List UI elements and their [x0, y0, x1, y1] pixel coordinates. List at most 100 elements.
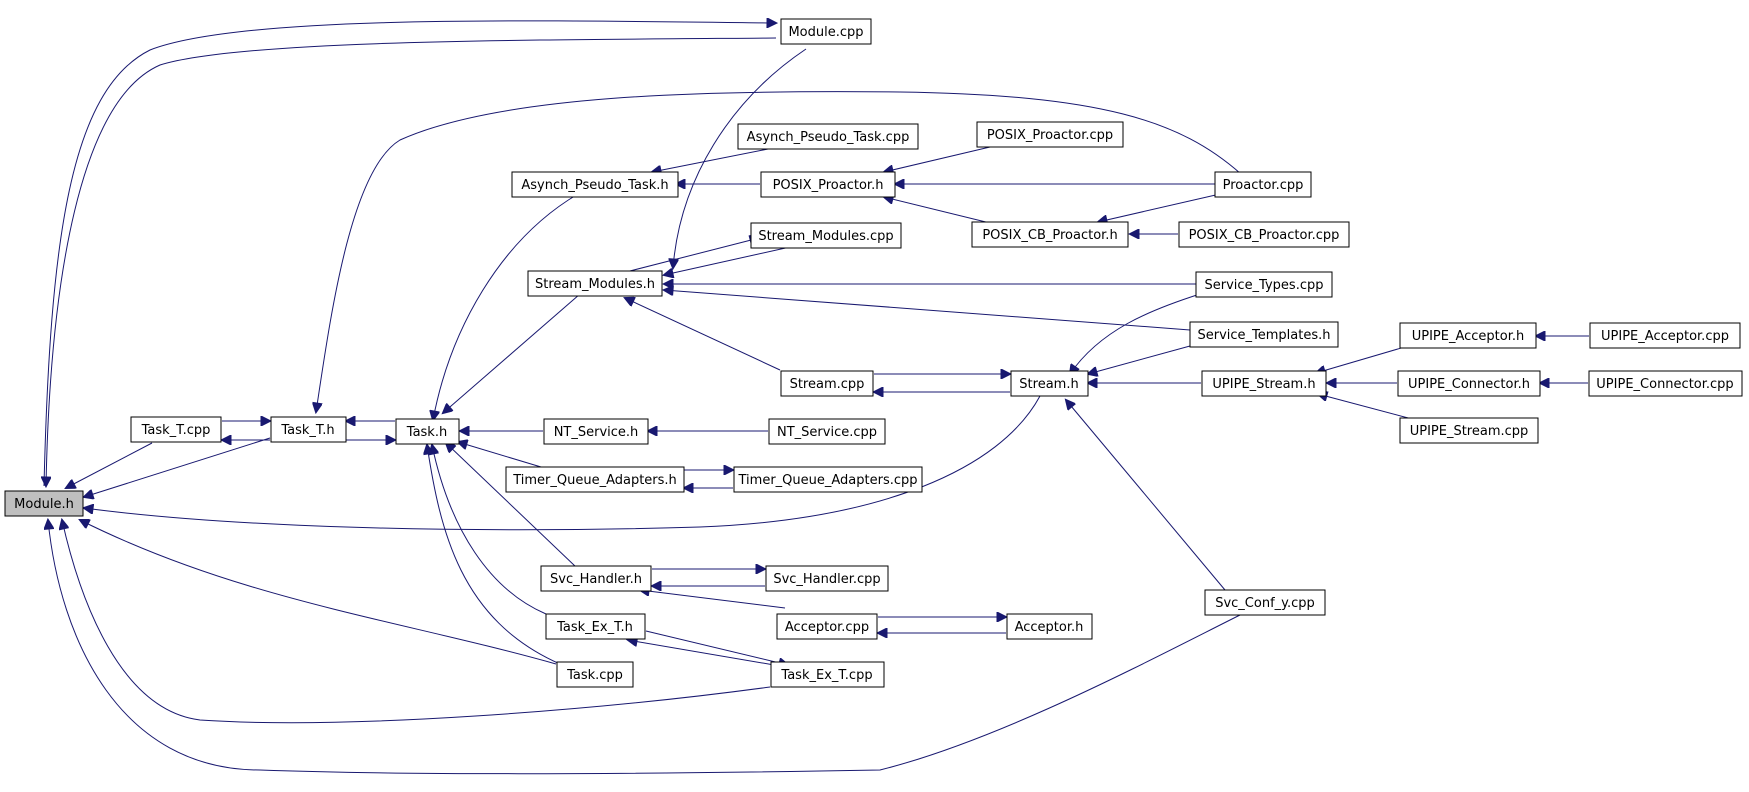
node-upipe-connector-h[interactable]: UPIPE_Connector.h: [1397, 370, 1541, 397]
edge-task-ex-t-cpp-to-task-ex-t-h: [628, 640, 781, 667]
edge-svc-handler-h-to-task-h: [446, 443, 577, 568]
svg-text:Asynch_Pseudo_Task.h: Asynch_Pseudo_Task.h: [521, 178, 668, 193]
svg-text:UPIPE_Acceptor.cpp: UPIPE_Acceptor.cpp: [1601, 329, 1729, 344]
node-asynch-pseudo-task-h[interactable]: Asynch_Pseudo_Task.h: [511, 171, 679, 198]
svg-text:NT_Service.h: NT_Service.h: [554, 425, 639, 440]
edge-module-h-to-module-cpp: [43, 21, 776, 487]
edge-task-t-cpp-to-module-h: [66, 442, 153, 488]
edge-posix-proactor-cpp-to-posix-proactor-h: [884, 146, 991, 172]
node-proactor-cpp[interactable]: Proactor.cpp: [1214, 171, 1312, 198]
edge-upipe-stream-cpp-to-upipe-stream-h: [1318, 394, 1413, 420]
edge-posix-cb-proactor-h-to-posix-proactor-h: [884, 197, 995, 225]
svg-text:Stream_Modules.h: Stream_Modules.h: [535, 277, 655, 292]
node-nt-service-cpp[interactable]: NT_Service.cpp: [768, 418, 886, 445]
node-upipe-connector-cpp[interactable]: UPIPE_Connector.cpp: [1588, 370, 1743, 397]
edge-stream-modules-cpp-to-stream-modules-h: [664, 246, 791, 275]
node-upipe-stream-cpp[interactable]: UPIPE_Stream.cpp: [1399, 417, 1539, 444]
node-stream-modules-h[interactable]: Stream_Modules.h: [527, 270, 663, 297]
node-task-ex-t-cpp[interactable]: Task_Ex_T.cpp: [770, 661, 885, 688]
svg-text:POSIX_CB_Proactor.cpp: POSIX_CB_Proactor.cpp: [1189, 228, 1340, 243]
edge-asynch-pseudo-task-h-to-task-h: [433, 193, 579, 420]
edges: [43, 21, 1589, 775]
svg-text:Proactor.cpp: Proactor.cpp: [1223, 178, 1304, 193]
edge-svc-conf-y-cpp-to-stream-h: [1066, 400, 1226, 591]
svg-text:UPIPE_Stream.cpp: UPIPE_Stream.cpp: [1410, 424, 1529, 439]
node-nt-service-h[interactable]: NT_Service.h: [543, 418, 649, 445]
node-service-templates-h[interactable]: Service_Templates.h: [1189, 321, 1339, 348]
edge-timer-queue-adapters-h-to-task-h: [458, 442, 552, 471]
svg-text:Module.cpp: Module.cpp: [788, 25, 863, 40]
svg-text:Task_T.h: Task_T.h: [280, 423, 334, 438]
svg-text:Stream.h: Stream.h: [1019, 377, 1078, 392]
node-posix-proactor-cpp[interactable]: POSIX_Proactor.cpp: [976, 121, 1124, 148]
node-stream-cpp[interactable]: Stream.cpp: [780, 370, 874, 397]
svg-text:Acceptor.cpp: Acceptor.cpp: [785, 620, 869, 635]
edge-stream-cpp-to-stream-modules-h: [625, 298, 781, 371]
nodes: Module.h Module.cpp Task_T.cpp Task_T.h …: [4, 18, 1743, 688]
svg-text:Task.cpp: Task.cpp: [566, 668, 623, 683]
svg-text:Task.h: Task.h: [406, 425, 447, 440]
node-stream-modules-cpp[interactable]: Stream_Modules.cpp: [750, 222, 902, 249]
node-task-ex-t-h[interactable]: Task_Ex_T.h: [545, 613, 646, 640]
edge-service-templates-h-to-stream-h: [1088, 345, 1191, 374]
node-timer-queue-adapters-h[interactable]: Timer_Queue_Adapters.h: [505, 466, 685, 493]
edge-stream-modules-h-to-task-h: [443, 293, 581, 413]
node-module-cpp[interactable]: Module.cpp: [780, 18, 872, 45]
svg-text:Task_Ex_T.h: Task_Ex_T.h: [556, 620, 633, 635]
edge-task-ex-t-h-to-task-h: [432, 445, 547, 615]
node-posix-cb-proactor-cpp[interactable]: POSIX_CB_Proactor.cpp: [1178, 221, 1350, 248]
edge-task-cpp-to-task-h: [427, 445, 561, 665]
node-posix-proactor-h[interactable]: POSIX_Proactor.h: [760, 171, 896, 198]
node-upipe-acceptor-h[interactable]: UPIPE_Acceptor.h: [1399, 322, 1537, 349]
node-asynch-pseudo-task-cpp[interactable]: Asynch_Pseudo_Task.cpp: [737, 123, 919, 150]
svg-text:POSIX_Proactor.h: POSIX_Proactor.h: [773, 178, 884, 193]
svg-text:Svc_Handler.cpp: Svc_Handler.cpp: [773, 572, 880, 587]
edge-service-types-cpp-to-stream-h: [1070, 293, 1201, 374]
edge-module-cpp-to-stream-modules-h: [673, 48, 807, 268]
svg-text:Service_Templates.h: Service_Templates.h: [1197, 328, 1330, 343]
node-timer-queue-adapters-cpp[interactable]: Timer_Queue_Adapters.cpp: [733, 466, 923, 493]
svg-text:NT_Service.cpp: NT_Service.cpp: [777, 425, 877, 440]
svg-text:Timer_Queue_Adapters.h: Timer_Queue_Adapters.h: [512, 473, 677, 488]
node-task-t-h[interactable]: Task_T.h: [270, 416, 347, 443]
node-upipe-stream-h[interactable]: UPIPE_Stream.h: [1201, 370, 1327, 397]
svg-text:Stream.cpp: Stream.cpp: [790, 377, 865, 392]
svg-text:POSIX_CB_Proactor.h: POSIX_CB_Proactor.h: [982, 228, 1117, 243]
node-svc-conf-y-cpp[interactable]: Svc_Conf_y.cpp: [1204, 589, 1326, 616]
edge-task-ex-t-h-to-task-ex-t-cpp: [645, 630, 788, 665]
node-acceptor-cpp[interactable]: Acceptor.cpp: [776, 613, 878, 640]
svg-text:Svc_Conf_y.cpp: Svc_Conf_y.cpp: [1215, 596, 1315, 611]
node-upipe-acceptor-cpp[interactable]: UPIPE_Acceptor.cpp: [1589, 322, 1741, 349]
node-service-types-cpp[interactable]: Service_Types.cpp: [1195, 271, 1333, 298]
node-acceptor-h[interactable]: Acceptor.h: [1006, 613, 1093, 640]
edge-acceptor-cpp-to-svc-handler-h: [640, 590, 786, 609]
svg-text:Stream_Modules.cpp: Stream_Modules.cpp: [758, 229, 893, 244]
node-stream-h[interactable]: Stream.h: [1010, 370, 1089, 397]
edge-service-templates-h-to-stream-modules-h: [664, 290, 1191, 331]
svg-text:Asynch_Pseudo_Task.cpp: Asynch_Pseudo_Task.cpp: [747, 130, 910, 145]
svg-text:Service_Types.cpp: Service_Types.cpp: [1205, 278, 1324, 293]
edge-task-cpp-to-module-h: [80, 520, 557, 665]
svg-text:Svc_Handler.h: Svc_Handler.h: [550, 572, 642, 587]
edge-svc-conf-y-cpp-to-module-h: [48, 520, 1241, 775]
svg-text:UPIPE_Connector.cpp: UPIPE_Connector.cpp: [1596, 377, 1733, 392]
node-task-h[interactable]: Task.h: [395, 418, 460, 445]
edge-task-ex-t-cpp-to-module-h: [62, 520, 771, 724]
edge-task-t-h-to-module-h: [84, 437, 271, 497]
svg-text:Module.h: Module.h: [14, 497, 74, 512]
node-svc-handler-cpp[interactable]: Svc_Handler.cpp: [765, 565, 889, 592]
node-posix-cb-proactor-h[interactable]: POSIX_CB_Proactor.h: [971, 221, 1129, 248]
svg-text:POSIX_Proactor.cpp: POSIX_Proactor.cpp: [987, 128, 1113, 143]
node-module-h[interactable]: Module.h: [4, 490, 84, 517]
node-task-cpp[interactable]: Task.cpp: [556, 661, 634, 688]
edge-proactor-cpp-to-task-t-h: [316, 91, 1242, 412]
node-svc-handler-h[interactable]: Svc_Handler.h: [540, 565, 652, 592]
edge-stream-h-to-module-h: [84, 395, 1041, 531]
svg-text:Task_Ex_T.cpp: Task_Ex_T.cpp: [780, 668, 872, 683]
svg-text:Task_T.cpp: Task_T.cpp: [141, 423, 211, 438]
edge-proactor-cpp-to-posix-cb-proactor-h: [1098, 193, 1221, 222]
edge-module-cpp-to-module-h: [46, 37, 777, 486]
svg-text:Acceptor.h: Acceptor.h: [1015, 620, 1084, 635]
node-task-t-cpp[interactable]: Task_T.cpp: [130, 416, 222, 443]
